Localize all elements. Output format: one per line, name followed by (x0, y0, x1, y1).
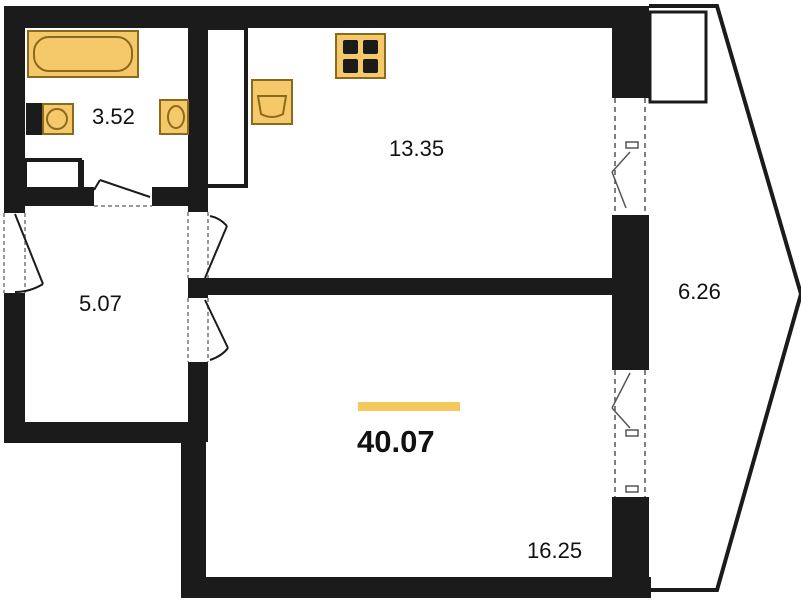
wall-bath-kitchen (188, 22, 208, 212)
balcony (648, 4, 801, 592)
bathroom-area: 3.52 (92, 104, 135, 129)
wall-left-lower (4, 293, 25, 443)
kitchen-area: 13.35 (389, 136, 445, 161)
total-area-accent-bar (358, 402, 460, 411)
balcony-area: 6.26 (678, 279, 721, 304)
bath-niche-fill (78, 160, 84, 189)
wall-kitchen-living (188, 278, 616, 295)
wall-hall-right-low (188, 362, 208, 442)
wall-right-2 (612, 215, 649, 370)
bathtub-icon (27, 30, 139, 78)
door-swing-icon (3, 179, 229, 362)
wall-left-upper (4, 6, 25, 213)
wall-left-living (181, 422, 206, 598)
wall-right-1 (612, 6, 649, 98)
wall-bottom-left (4, 422, 206, 443)
wall-bath-bottom (4, 187, 94, 206)
kitchen-sink-icon (251, 79, 293, 125)
toilet-icon (26, 103, 74, 135)
stove-icon (335, 33, 386, 79)
vent-shaft (200, 26, 248, 188)
hall-area: 5.07 (79, 291, 122, 316)
wall-top (4, 6, 649, 28)
sink-icon (159, 99, 189, 135)
balcony-door-icon (611, 98, 646, 497)
living-room-area: 16.25 (527, 538, 583, 563)
total-area: 40.07 (357, 424, 435, 459)
bath-niche (23, 158, 82, 191)
balcony-cabinet (648, 10, 708, 104)
wall-bottom (181, 577, 651, 598)
wall-right-3 (612, 497, 649, 598)
balcony-outline (649, 4, 801, 592)
